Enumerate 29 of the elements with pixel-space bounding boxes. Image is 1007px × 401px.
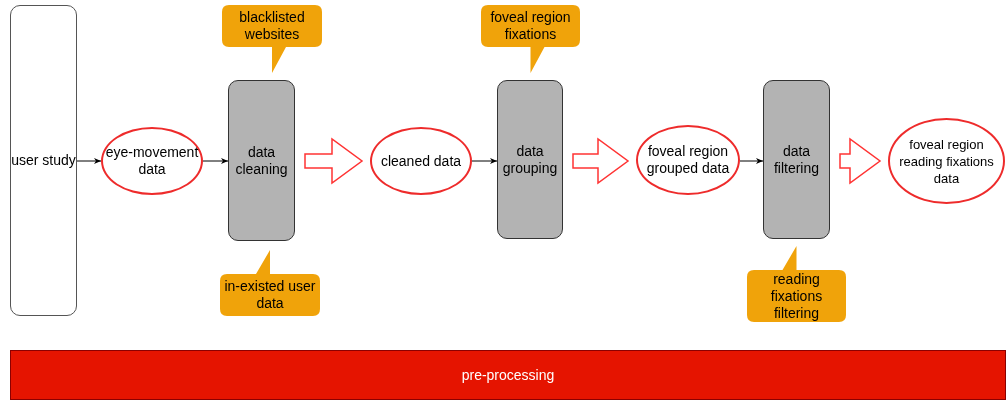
block-arrow (572, 137, 630, 185)
node-label: foveal region reading fixations data (898, 135, 995, 187)
phase-band (10, 350, 1006, 400)
node-label: reading fixations filtering (769, 270, 824, 322)
callout-bubble (220, 250, 320, 316)
node-label: data grouping (501, 142, 559, 177)
arrow (471, 158, 498, 164)
node-label: foveal region grouped data (645, 143, 731, 177)
node-label: foveal region fixations (489, 9, 572, 43)
process-box (497, 80, 563, 239)
callout-bubble (481, 5, 580, 73)
callout-bubble (747, 246, 846, 322)
phase-label: pre-processing (461, 366, 555, 384)
node-label: data filtering (772, 142, 821, 177)
process-box (763, 80, 830, 239)
node-label: cleaned data (380, 152, 462, 170)
arrow (202, 158, 229, 164)
arrow (739, 158, 764, 164)
node-label: user study (11, 152, 76, 169)
process-box (228, 80, 295, 241)
node-label: data cleaning (234, 143, 289, 178)
node-label: blacklisted websites (238, 9, 306, 43)
node-label: eye-movement data (105, 144, 199, 178)
stage-box (10, 5, 77, 316)
node-label: in-existed user data (223, 278, 317, 312)
arrow (76, 158, 102, 164)
block-arrow (304, 137, 364, 185)
block-arrow (839, 137, 882, 185)
callout-bubble (222, 5, 322, 73)
